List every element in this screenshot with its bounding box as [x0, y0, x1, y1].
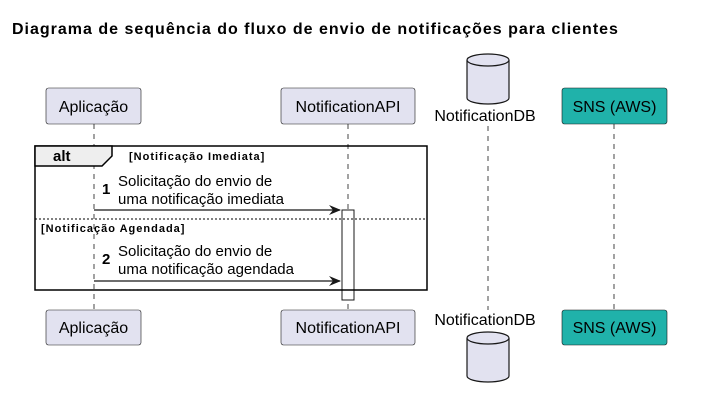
message-text-line-2: uma notificação agendada	[118, 261, 295, 278]
participant-box	[561, 309, 668, 346]
participant-sns-top: SNS (AWS)	[561, 87, 668, 125]
participant-label: SNS (AWS)	[573, 99, 657, 116]
activation-bar	[341, 209, 355, 301]
diagram-title: Diagrama de sequência do fluxo de envio …	[12, 21, 619, 38]
fragment-guard-1: [Notificação Imediata]	[129, 151, 265, 163]
participant-label: Aplicação	[59, 99, 128, 116]
participant-box	[45, 87, 142, 125]
participant-db-bottom: NotificationDB	[434, 312, 536, 383]
participant-sns-bottom: SNS (AWS)	[561, 309, 668, 346]
participant-label: SNS (AWS)	[573, 320, 657, 337]
fragment-tab	[34, 145, 113, 167]
message-text-line-1: Solicitação do envio de	[118, 243, 272, 260]
participant-label: NotificationDB	[434, 312, 535, 329]
fragment-operator: alt	[53, 148, 71, 165]
message-text-line-1: Solicitação do envio de	[118, 173, 272, 190]
message-text-line-2: uma notificação imediata	[118, 191, 285, 208]
fragment-guard-2: [Notificação Agendada]	[41, 223, 185, 235]
participant-api-bottom: NotificationAPI	[280, 309, 416, 346]
message-number: 2	[102, 251, 110, 268]
fragment-frame	[34, 145, 428, 291]
message-1: 1 Solicitação do envio de uma notificaçã…	[94, 173, 341, 215]
participant-box	[561, 87, 668, 125]
message-number: 1	[102, 181, 110, 198]
participant-box	[280, 309, 416, 346]
participant-label: NotificationAPI	[296, 99, 401, 116]
participant-box	[45, 309, 142, 346]
participant-app-top: Aplicação	[45, 87, 142, 125]
participant-api-top: NotificationAPI	[280, 87, 416, 125]
participant-label: Aplicação	[59, 320, 128, 337]
message-2: 2 Solicitação do envio de uma notificaçã…	[94, 243, 341, 286]
alt-fragment: alt [Notificação Imediata] [Notificação …	[34, 145, 428, 291]
participant-box	[280, 87, 416, 125]
database-icon	[466, 331, 510, 383]
participant-label: NotificationAPI	[296, 320, 401, 337]
participant-db-top: NotificationDB	[434, 53, 536, 125]
database-icon	[466, 53, 510, 105]
participant-label: NotificationDB	[434, 108, 535, 125]
participant-app-bottom: Aplicação	[45, 309, 142, 346]
